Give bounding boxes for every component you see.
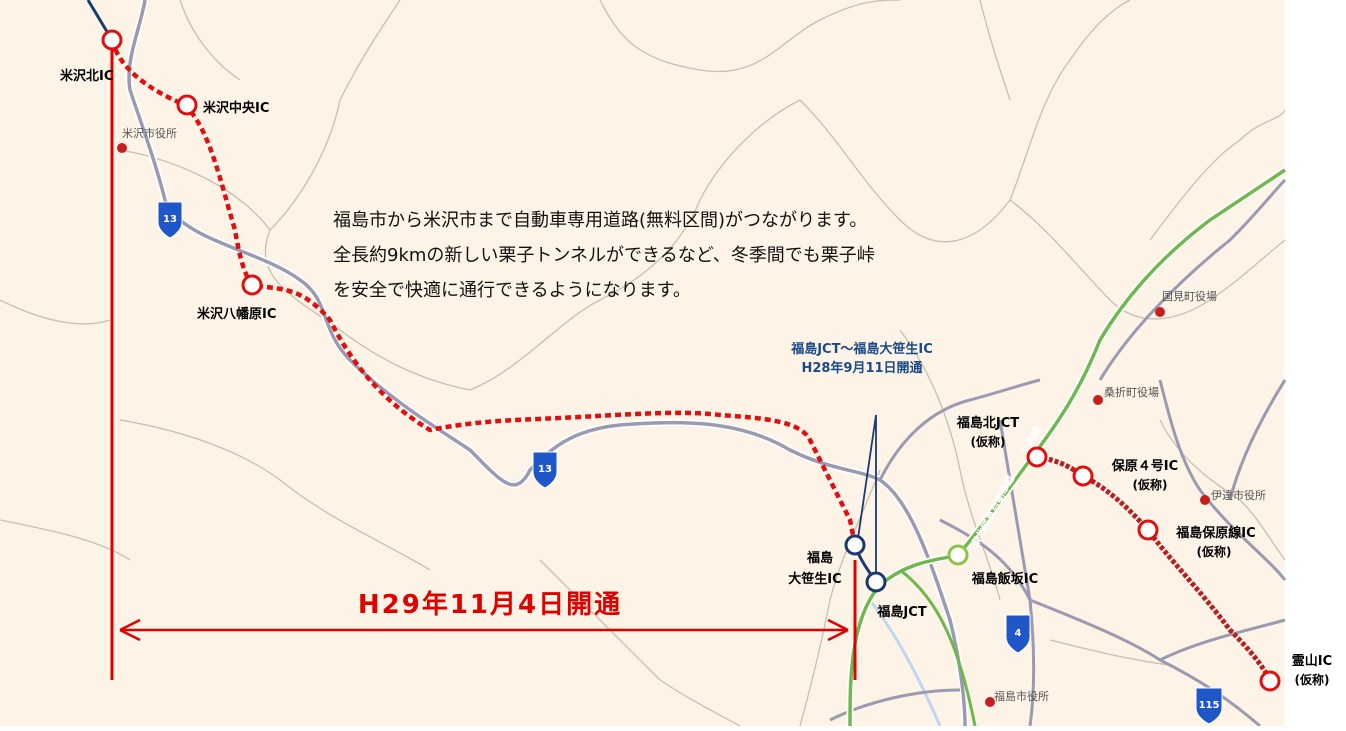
ic-fukushima-hobarasen-note: (仮称) xyxy=(1197,544,1232,559)
koori-office-marker xyxy=(1093,395,1103,405)
opening-date-main: H29年11月4日開通 xyxy=(358,589,622,620)
other-roads xyxy=(829,178,1287,728)
ic-fukushima-kita-jct-note: (仮称) xyxy=(971,434,1006,449)
ic-yonezawa-kita-marker xyxy=(101,29,123,51)
shield-13-a-number: 13 xyxy=(163,214,177,225)
ic-fukushima-osasou-label-1: 福島 xyxy=(806,550,833,566)
date-office-label: 伊達市役所 xyxy=(1211,488,1266,502)
fukushima-office-marker xyxy=(985,697,995,707)
ic-fukushima-jct-label: 福島JCT xyxy=(876,604,926,620)
fukushima-section-opening-line1: 福島JCT〜福島大笹生IC xyxy=(790,341,933,357)
planned-route xyxy=(109,39,858,546)
ic-fukushima-osasou-marker xyxy=(844,534,866,556)
ic-hobara4-marker xyxy=(1072,465,1094,487)
ic-fukushima-hobarasen-marker xyxy=(1137,519,1159,541)
shield-13-b-number: 13 xyxy=(538,464,552,475)
shield-4: 4 xyxy=(1005,614,1031,654)
span-bracket xyxy=(110,40,857,680)
shield-115-number: 115 xyxy=(1199,700,1220,711)
description-line-1: 福島市から米沢市まで自動車専用道路(無料区間)がつながります。 xyxy=(333,210,867,231)
ic-fukushima-kita-jct-marker xyxy=(1026,446,1048,468)
opened-section-callout xyxy=(856,414,877,582)
kunimi-office-marker xyxy=(1155,307,1165,317)
koori-office-label: 桑折町役場 xyxy=(1104,385,1159,399)
kunimi-office-label: 国見町役場 xyxy=(1162,289,1217,303)
shield-13-b: 13 xyxy=(532,451,558,489)
description-line-3: を安全で快適に通行できるようになります。 xyxy=(333,280,691,301)
ic-yonezawa-hachimanbara-marker xyxy=(241,274,263,296)
ic-hobara4-note: (仮称) xyxy=(1133,477,1168,492)
ic-fukushima-hobarasen-label: 福島保原線IC xyxy=(1175,525,1255,541)
ic-hobara4-label: 保原４号IC xyxy=(1111,458,1178,474)
river xyxy=(868,599,942,727)
ic-fukushima-kita-jct-label: 福島北JCT xyxy=(956,415,1019,431)
road-13 xyxy=(127,0,967,727)
ic-fukushima-jct-marker xyxy=(865,571,887,593)
fukushima-office-label: 福島市役所 xyxy=(994,689,1049,703)
ic-fukushima-iizaka-marker xyxy=(947,544,969,566)
shield-4-number: 4 xyxy=(1015,628,1022,639)
shield-13-a: 13 xyxy=(157,201,183,239)
yonezawa-office-marker xyxy=(117,143,127,153)
ic-markers xyxy=(101,29,1281,692)
ic-yonezawa-hachimanbara-label: 米沢八幡原IC xyxy=(197,306,276,322)
ic-ryozen-label: 霊山IC xyxy=(1292,653,1332,669)
description-line-2: 全長約9kmの新しい栗子トンネルができるなど、冬季間でも栗子峠 xyxy=(333,245,875,266)
ic-ryozen-note: (仮称) xyxy=(1295,672,1330,687)
fukushima-section-opening-line2: H28年9月11日開通 xyxy=(801,360,922,376)
ic-yonezawa-kita-label: 米沢北IC xyxy=(60,68,113,84)
shield-115: 115 xyxy=(1195,687,1223,725)
ic-ryozen-marker xyxy=(1259,670,1281,692)
ic-yonezawa-chuo-label: 米沢中央IC xyxy=(203,100,269,116)
municipal-boundaries xyxy=(0,0,1286,727)
ic-yonezawa-chuo-marker xyxy=(176,94,198,116)
ic-fukushima-iizaka-label: 福島飯坂IC xyxy=(971,571,1038,587)
yonezawa-office-label: 米沢市役所 xyxy=(122,126,177,140)
land-background xyxy=(0,0,1285,726)
ic-fukushima-osasou-label-2: 大笹生IC xyxy=(788,571,841,587)
date-office-marker xyxy=(1200,495,1210,505)
municipal-markers xyxy=(117,143,1210,707)
